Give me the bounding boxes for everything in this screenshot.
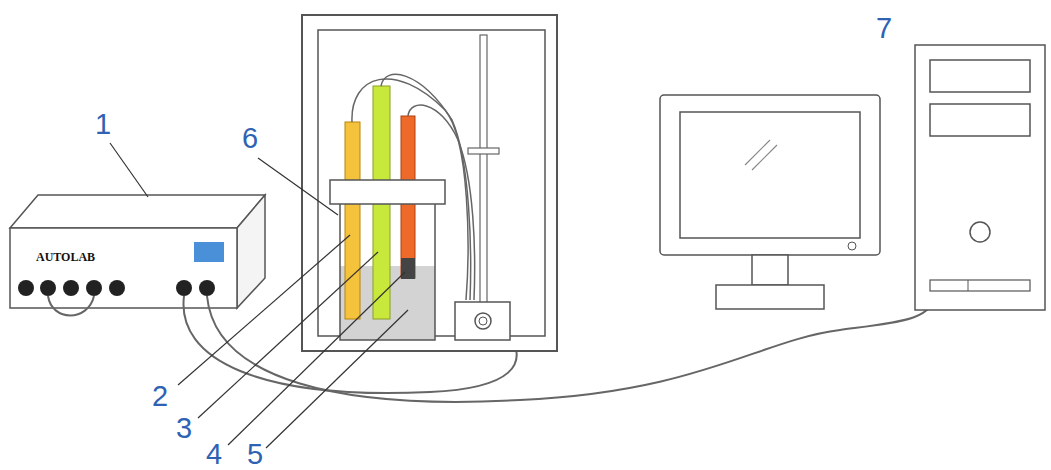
callout-number: 7 (876, 14, 892, 43)
callout-number: 3 (176, 414, 192, 443)
callout-number: 5 (247, 440, 263, 469)
callout-number: 1 (95, 110, 111, 139)
callout-number: 6 (242, 124, 258, 153)
callout-number: 4 (206, 440, 222, 469)
callout-number: 2 (152, 382, 168, 411)
device-label: AUTOLAB (36, 250, 95, 265)
device-name: AUTOLAB (36, 250, 95, 265)
